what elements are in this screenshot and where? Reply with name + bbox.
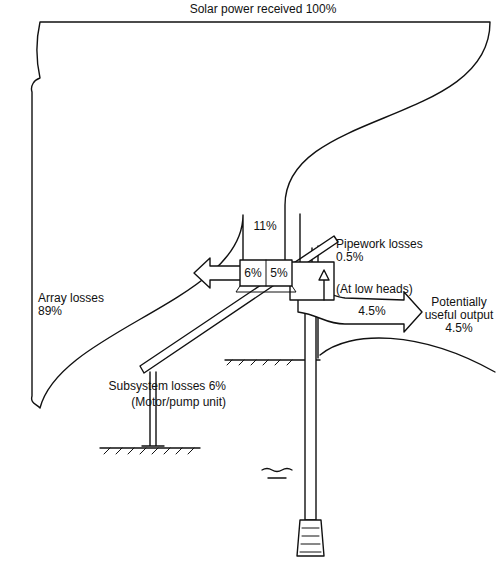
flow-label: (At low heads) <box>336 283 436 296</box>
flow-label: Pipework losses 0.5% <box>336 238 432 264</box>
hill <box>320 338 495 372</box>
ground <box>100 447 200 448</box>
energy-band <box>31 22 490 408</box>
flow-label: Subsystem losses 6% <box>100 380 226 393</box>
flow-percentage: 5% <box>268 267 290 280</box>
strainer-slots <box>300 528 321 552</box>
motor-detail <box>236 260 296 292</box>
ground-hatch <box>104 448 194 454</box>
flow-percentage: 4.5% <box>352 305 392 318</box>
pipework-loss-arrow <box>323 278 324 300</box>
subsystem-loss-arrow <box>194 258 246 288</box>
cable <box>299 214 300 262</box>
arrowhead <box>319 270 329 280</box>
flow-label: Array losses 89% <box>38 292 112 318</box>
strainer <box>297 520 324 556</box>
flow-label: Solar power received 100% <box>185 3 341 16</box>
ground-hatch <box>227 360 292 365</box>
riser-pipe <box>305 300 316 520</box>
water-level <box>262 469 292 479</box>
flow-percentage: 11% <box>250 220 280 233</box>
flow-percentage: 6% <box>242 267 264 280</box>
flow-label: Potentially useful output 4.5% <box>422 296 496 335</box>
pump-head <box>290 262 334 300</box>
flow-label: (Motor/pump unit) <box>100 396 226 409</box>
